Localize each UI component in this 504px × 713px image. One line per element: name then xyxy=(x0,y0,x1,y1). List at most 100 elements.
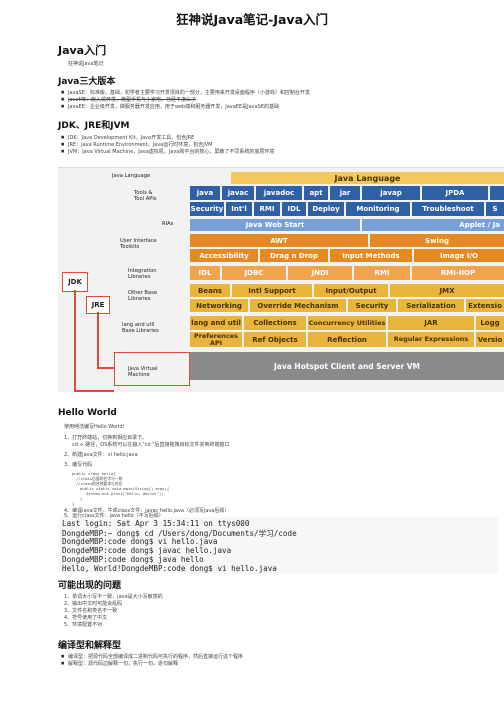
intl-support: Intl Support xyxy=(232,284,312,297)
accessibility: Accessibility xyxy=(190,249,258,262)
tool-s: S xyxy=(486,202,504,216)
jre-connector-line xyxy=(97,312,99,368)
integration-label: Integration Libraries xyxy=(128,268,157,280)
other-base-label: Other Base Libraries xyxy=(128,290,158,302)
logging: Logg xyxy=(476,316,504,330)
problem-item: 5、环境配置不对 xyxy=(64,622,103,628)
list-item: 编译型：把源代码全部编译成二进制代码可执行的程序，然后直接运行这个程序 xyxy=(61,653,243,660)
tool-troubleshoot: Troubleshoot xyxy=(412,202,484,216)
terminal-output: Last login: Sat Apr 3 15:34:11 on ttys00… xyxy=(58,517,498,573)
java-hotspot-vm: Java Hotspot Client and Server VM xyxy=(190,352,504,380)
tool-rmi: RMI xyxy=(254,202,280,216)
tool-apt: apt xyxy=(304,186,328,200)
preferences-api: Preferences API xyxy=(190,332,242,347)
heading-hello-world: Hello World xyxy=(58,408,117,418)
terminal-line: Hello, World!DongdeMBP:code dong$ vi hel… xyxy=(62,564,277,573)
heading-jdk-jre-jvm: JDK、JRE和JVM xyxy=(58,121,130,131)
problem-item: 4、符号使用了中文 xyxy=(64,615,108,621)
drag-n-drop: Drag n Drop xyxy=(260,249,328,262)
code-line: public static void main(String[] args){ xyxy=(80,486,170,491)
awt: AWT xyxy=(190,234,368,247)
code-line: } xyxy=(80,496,83,501)
terminal-line: DongdeMBP:~ dong$ cd /Users/dong/Documen… xyxy=(62,529,297,538)
tools-label: Tools & Tool APIs xyxy=(134,190,157,202)
networking: Networking xyxy=(190,299,248,312)
tool-security: Security xyxy=(190,202,224,216)
problem-item: 2、输出中文时可能会乱码 xyxy=(64,601,123,607)
code-line: } xyxy=(72,501,75,506)
heading-java-versions: Java三大版本 xyxy=(58,77,116,87)
list-item: 解释型：源代码边解释一句，执行一句，逐句解释 xyxy=(61,660,178,667)
tool-jpda: JPDA xyxy=(422,186,488,200)
int-rmi: RMI xyxy=(354,266,410,280)
ref-objects: Ref Objects xyxy=(244,332,306,347)
applet: Applet / Ja xyxy=(362,219,504,231)
rias-label: RIAs xyxy=(162,221,174,227)
jdk-architecture-diagram: Java Language Java Language Tools & Tool… xyxy=(58,167,504,392)
input-methods: Input Methods xyxy=(330,249,412,262)
list-item: JavaSE：标准版，基础，初学者主要学习开发项目的一部分，主要用来开发桌面程序… xyxy=(61,89,310,96)
override-mechanism: Override Mechanism xyxy=(250,299,346,312)
input-output: Input/Output xyxy=(314,284,388,297)
java-language-header: Java Language xyxy=(231,172,504,184)
intro-line: 狂神说Java笔记 xyxy=(68,61,104,67)
ui-toolkits-label: User Interface Toolkits xyxy=(120,238,157,250)
tool-extra xyxy=(490,186,504,200)
tool-javap: javap xyxy=(362,186,420,200)
list-item: JavaME：嵌入式开发，微型手机与小家电，已经不怎么了 xyxy=(61,96,196,103)
int-idl: IDL xyxy=(190,266,220,280)
tool-java: java xyxy=(190,186,220,200)
tool-javadoc: javadoc xyxy=(256,186,302,200)
tool-intl: Int'l xyxy=(226,202,252,216)
jdk-tag: JDK xyxy=(62,272,88,292)
beans: Beans xyxy=(190,284,230,297)
step-line: 3、编写代码 xyxy=(64,462,93,468)
concurrency-utilities: Concurrency Utilities xyxy=(308,316,386,330)
java-web-start: Java Web Start xyxy=(190,219,360,231)
terminal-line: Last login: Sat Apr 3 15:34:11 on ttys00… xyxy=(62,519,250,528)
heading-compile-interpret: 编译型和解释型 xyxy=(58,641,122,651)
image-io: Image I/O xyxy=(414,249,504,262)
code-line: //class后面的名字与一致 xyxy=(76,476,123,481)
code-line: public class hello{ xyxy=(72,471,116,476)
jre-connector-line xyxy=(97,367,114,369)
terminal-line: DongdeMBP:code dong$ java hello xyxy=(62,555,204,564)
tool-idl: IDL xyxy=(282,202,306,216)
terminal-line: DongdeMBP:code dong$ vi hello.java xyxy=(62,537,218,546)
serialization: Serialization xyxy=(398,299,464,312)
jmx: JMX xyxy=(390,284,504,297)
list-item: JRE：Java Runtime Environment，Java运行时环境，包… xyxy=(61,141,212,148)
code-line: System.out.print("Hello, World!"); xyxy=(86,491,164,496)
jvm-label: Java Virtual Machine xyxy=(128,366,158,378)
versioning: Versio xyxy=(476,332,504,347)
jar: JAR xyxy=(388,316,474,330)
lang-and-util: lang and util xyxy=(190,316,242,330)
regular-expressions: Regular Expressions xyxy=(388,332,474,347)
int-jdbc: JDBC xyxy=(222,266,286,280)
jdk-connector-line xyxy=(74,290,76,392)
step-line: 4、编译java文件，生成class文件：javac hello.java（必须… xyxy=(64,508,230,514)
code-line: //class的名称要求与对应 xyxy=(76,481,123,486)
security: Security xyxy=(348,299,396,312)
problem-item: 1、单词大小写不一致，java是大小写敏感的 xyxy=(64,594,163,600)
int-jndi: JNDI xyxy=(288,266,352,280)
reflection: Reflection xyxy=(308,332,386,347)
jvm-highlight-box xyxy=(114,352,190,386)
tool-deploy: Deploy xyxy=(308,202,344,216)
heading-java-intro: Java入门 xyxy=(58,44,107,57)
lang-util-label: lang and util Base Libraries xyxy=(122,322,159,334)
tool-javac: javac xyxy=(222,186,254,200)
document-title: 狂神说Java笔记-Java入门 xyxy=(175,12,329,27)
step-line: 5、运行class文件：java hello（不写后缀） xyxy=(64,512,164,519)
java-language-label: Java Language xyxy=(112,173,151,179)
tool-monitoring: Monitoring xyxy=(346,202,410,216)
extensions: Extensio xyxy=(466,299,504,312)
step-line: 2、新建java文件：vi hello.java xyxy=(64,452,138,458)
list-item: JVM：Java Virtual Machine，Java虚拟机，Java跨平台… xyxy=(61,148,274,155)
hello-intro: 使用纯洁编写Hello World！ xyxy=(64,424,128,430)
collections: Collections xyxy=(244,316,306,330)
int-rmi-iiop: RMI-IIOP xyxy=(412,266,504,280)
list-item: JavaEE：企业级开发，做服务器开发应用，用于web端和服务器开发，JavaE… xyxy=(61,103,279,110)
terminal-line: DongdeMBP:code dong$ javac hello.java xyxy=(62,546,232,555)
